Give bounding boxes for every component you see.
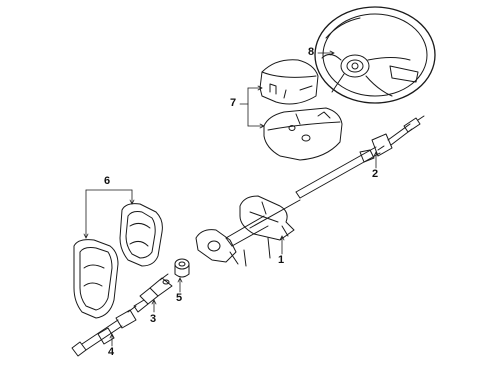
callout-5: 5 [176,292,183,304]
callout-6: 6 [104,175,111,187]
steering-wheel [314,6,436,104]
callout-4: 4 [108,346,115,358]
callout-3: 3 [150,313,157,325]
lower-intermediate-shaft [71,305,137,357]
steering-shaft [295,115,425,199]
callout-1: 1 [278,254,285,266]
intermediate-shaft-joint [133,273,173,313]
inner-dust-boot [119,203,163,267]
callout-2: 2 [372,168,379,180]
leader-lines [83,50,379,347]
upper-column-cover [259,59,319,105]
column-bushing [174,258,190,278]
callout-7: 7 [230,97,237,109]
callout-8: 8 [308,46,315,58]
lower-column-cover [263,107,343,161]
outer-dust-boot [73,239,119,319]
steering-column-assembly [195,195,301,267]
